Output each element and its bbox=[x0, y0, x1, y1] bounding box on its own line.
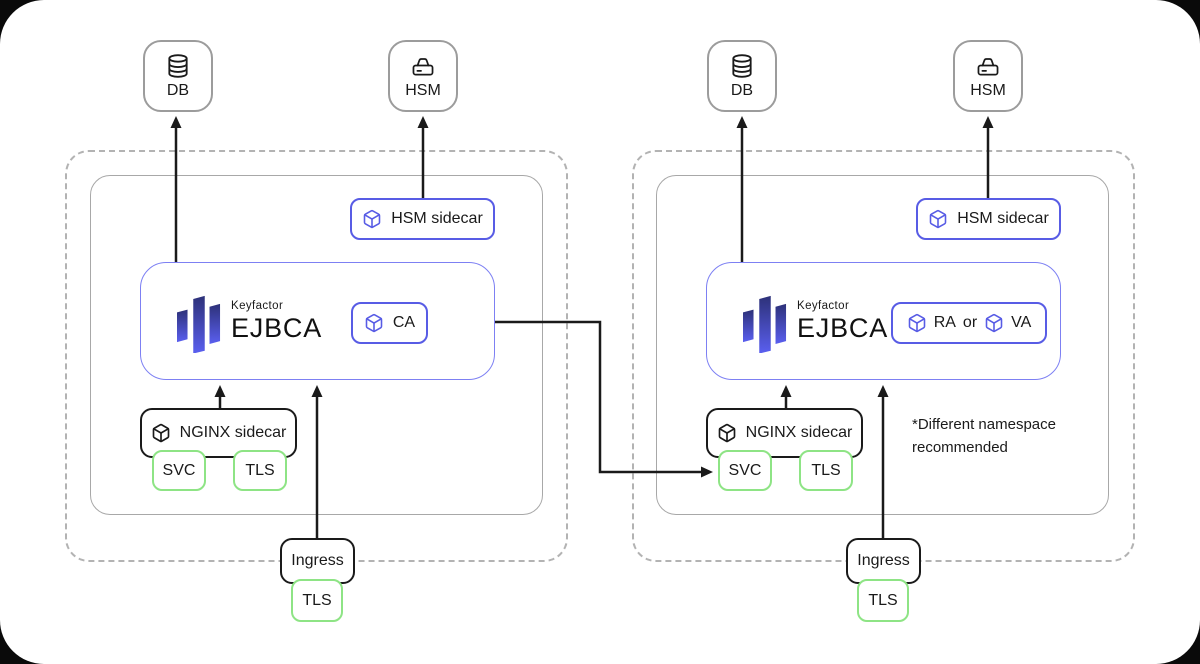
note-line-1: *Different namespace bbox=[912, 416, 1056, 433]
cube-icon bbox=[364, 313, 384, 333]
tls-label: TLS bbox=[245, 461, 275, 479]
nginx-sidecar-left: NGINX sidecar bbox=[140, 408, 297, 458]
ingress-tls-label: TLS bbox=[302, 591, 332, 609]
hsm-node-right: HSM bbox=[953, 40, 1023, 112]
svc-label: SVC bbox=[728, 461, 762, 479]
hard-drive-icon bbox=[410, 53, 436, 79]
hsm-sidecar-left: HSM sidecar bbox=[350, 198, 495, 240]
nginx-sidecar-label: NGINX sidecar bbox=[179, 424, 287, 441]
ejbca-product-label: EJBCA bbox=[231, 313, 323, 343]
ingress-tls-node-left: TLS bbox=[291, 579, 343, 622]
ejbca-product-label: EJBCA bbox=[797, 313, 889, 343]
keyfactor-mark-icon bbox=[177, 291, 221, 353]
va-role-label: VA bbox=[1011, 314, 1032, 331]
ingress-node-right: Ingress bbox=[846, 538, 921, 584]
tls-node-left: TLS bbox=[233, 450, 287, 491]
database-icon bbox=[165, 53, 191, 79]
hsm-sidecar-label: HSM sidecar bbox=[957, 210, 1049, 227]
database-icon bbox=[729, 53, 755, 79]
ra-role-label: RA bbox=[933, 314, 956, 331]
cube-icon bbox=[717, 423, 737, 443]
hsm-node-left: HSM bbox=[388, 40, 458, 112]
ingress-label: Ingress bbox=[857, 552, 910, 569]
nginx-sidecar-right: NGINX sidecar bbox=[706, 408, 863, 458]
keyfactor-brand-label: Keyfactor bbox=[797, 300, 850, 312]
or-label: or bbox=[962, 314, 978, 331]
note-line-2: recommended bbox=[912, 439, 1008, 457]
hsm-label: HSM bbox=[405, 81, 441, 99]
svc-node-right: SVC bbox=[718, 450, 772, 491]
ca-role-badge: CA bbox=[351, 302, 428, 344]
keyfactor-mark-icon bbox=[743, 291, 787, 353]
keyfactor-logo-right: Keyfactor EJBCA bbox=[743, 290, 888, 354]
ingress-tls-label: TLS bbox=[868, 591, 898, 609]
tls-label: TLS bbox=[811, 461, 841, 479]
namespace-note: *Different namespace recommended bbox=[912, 413, 1056, 460]
ca-role-label: CA bbox=[392, 314, 416, 331]
ejbca-pod-left: Keyfactor EJBCA CA bbox=[140, 262, 495, 380]
ingress-label: Ingress bbox=[291, 552, 344, 569]
ingress-tls-node-right: TLS bbox=[857, 579, 909, 622]
hsm-sidecar-label: HSM sidecar bbox=[391, 210, 483, 227]
hsm-label: HSM bbox=[970, 81, 1006, 99]
svc-node-left: SVC bbox=[152, 450, 206, 491]
db-label: DB bbox=[730, 81, 754, 99]
hard-drive-icon bbox=[975, 53, 1001, 79]
cube-icon bbox=[928, 209, 948, 229]
cube-icon bbox=[907, 313, 927, 333]
hsm-sidecar-right: HSM sidecar bbox=[916, 198, 1061, 240]
ejbca-pod-right: Keyfactor EJBCA RA or VA bbox=[706, 262, 1061, 380]
nginx-sidecar-label: NGINX sidecar bbox=[745, 424, 853, 441]
ingress-node-left: Ingress bbox=[280, 538, 355, 584]
db-node-right: DB bbox=[707, 40, 777, 112]
keyfactor-logo-left: Keyfactor EJBCA bbox=[177, 290, 322, 354]
cube-icon bbox=[362, 209, 382, 229]
cube-icon bbox=[151, 423, 171, 443]
db-label: DB bbox=[166, 81, 190, 99]
db-node-left: DB bbox=[143, 40, 213, 112]
tls-node-right: TLS bbox=[799, 450, 853, 491]
ra-va-role-badge: RA or VA bbox=[891, 302, 1047, 344]
svc-label: SVC bbox=[162, 461, 196, 479]
keyfactor-brand-label: Keyfactor bbox=[231, 300, 284, 312]
cube-icon bbox=[984, 313, 1004, 333]
